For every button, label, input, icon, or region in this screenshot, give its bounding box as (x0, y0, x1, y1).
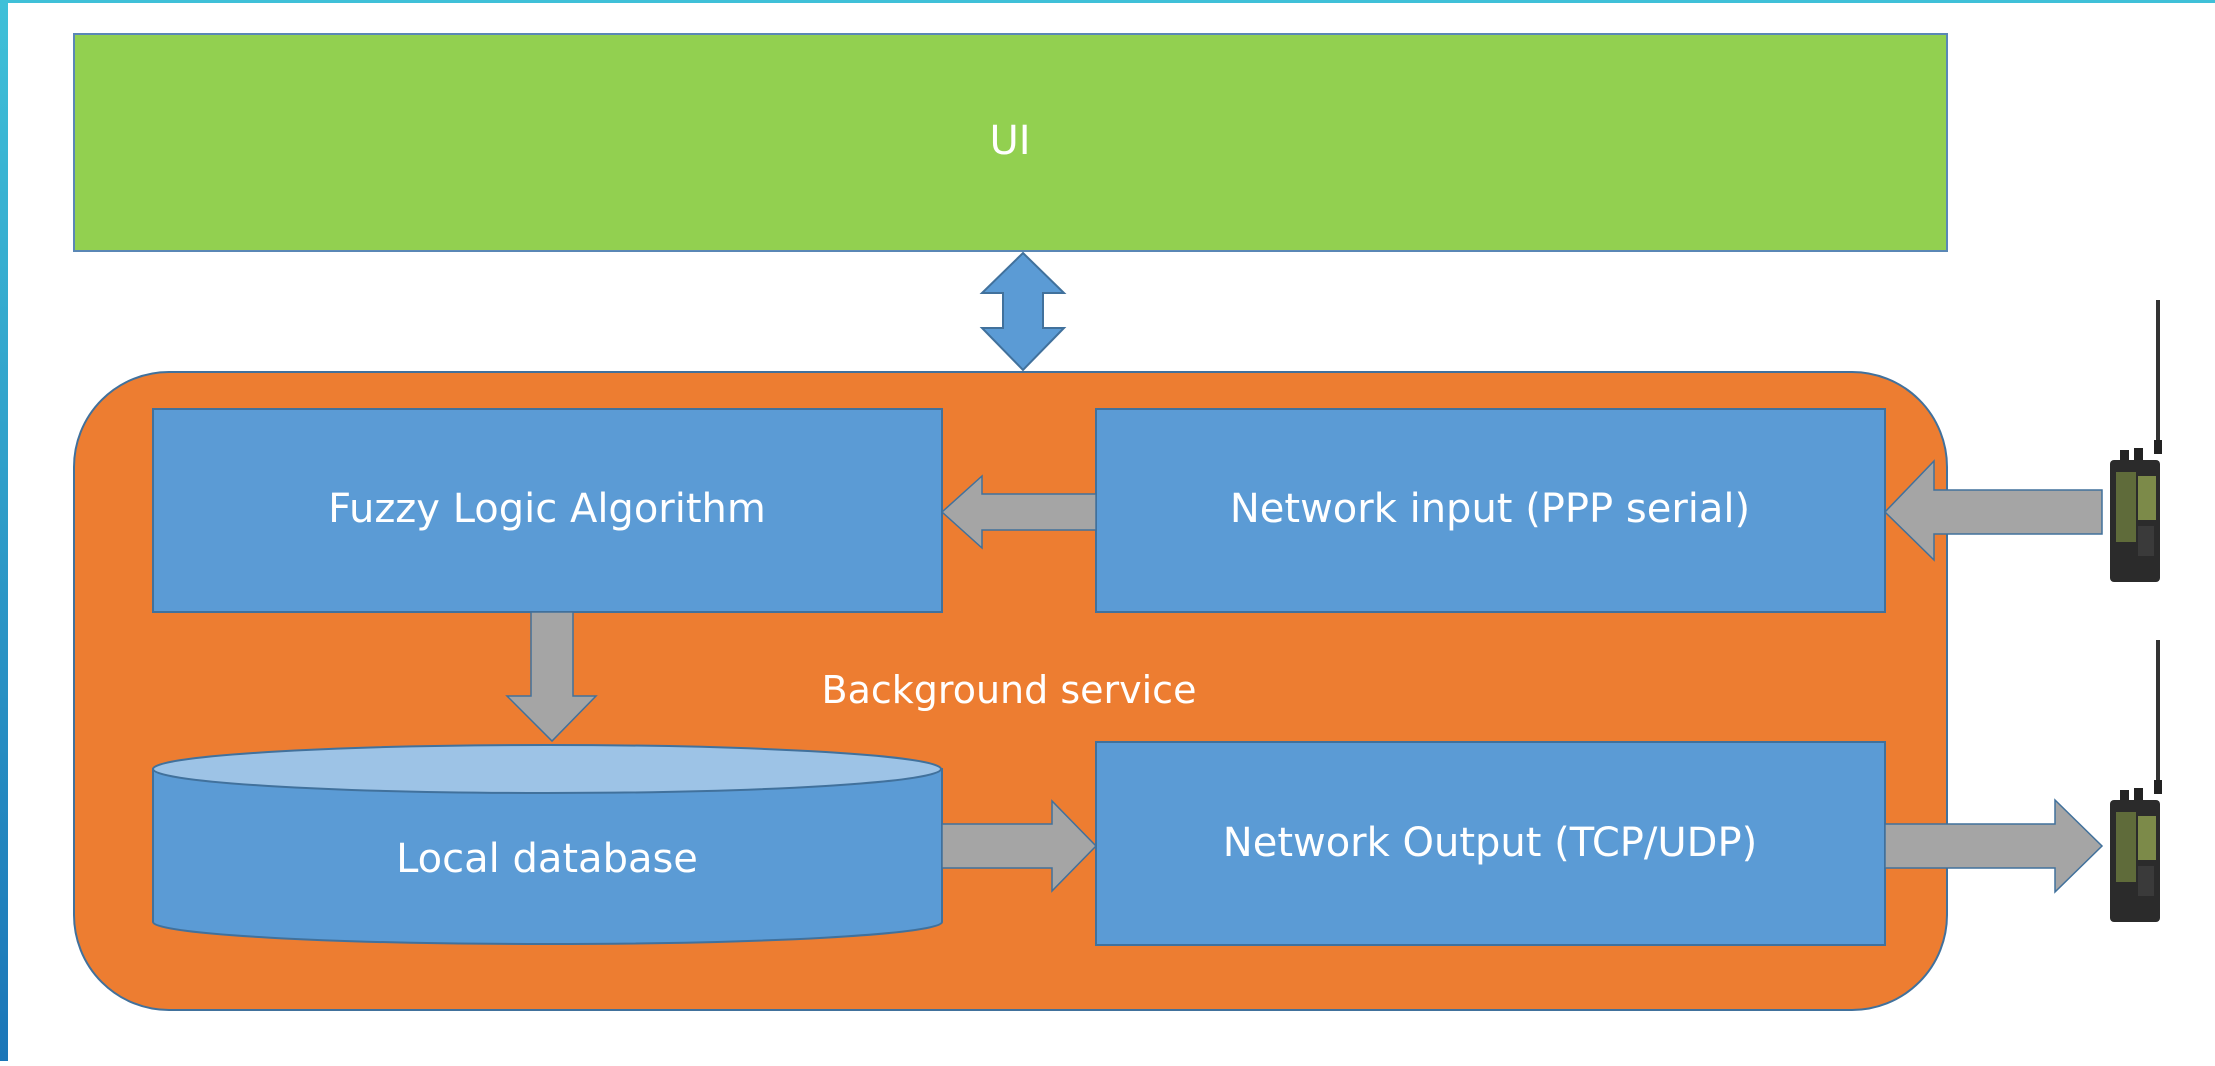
local-database-label: Local database (396, 836, 698, 882)
ui-label: UI (989, 118, 1030, 164)
network-output-label: Network Output (TCP/UDP) (1223, 820, 1757, 866)
background-service-label: Background service (822, 668, 1197, 712)
radio-icon (2110, 640, 2162, 922)
network-input-label: Network input (PPP serial) (1230, 486, 1750, 532)
output-to-radio-arrow (1884, 798, 2104, 894)
fuzzy-to-database-arrow (505, 611, 598, 743)
ui-box: UI (73, 33, 1948, 252)
database-to-output-arrow (941, 799, 1098, 893)
ui-service-double-arrow (979, 251, 1067, 372)
fuzzy-logic-label: Fuzzy Logic Algorithm (328, 486, 766, 532)
local-database-cylinder: Local database (152, 744, 943, 946)
network-input-box: Network input (PPP serial) (1095, 408, 1886, 613)
network-output-box: Network Output (TCP/UDP) (1095, 741, 1886, 946)
radio-icon (2110, 300, 2162, 582)
radio-to-input-arrow (1883, 459, 2103, 562)
fuzzy-logic-box: Fuzzy Logic Algorithm (152, 408, 943, 613)
input-to-fuzzy-arrow (940, 474, 1097, 550)
left-frame-edge (0, 0, 8, 1061)
top-frame-edge (0, 0, 2215, 3)
